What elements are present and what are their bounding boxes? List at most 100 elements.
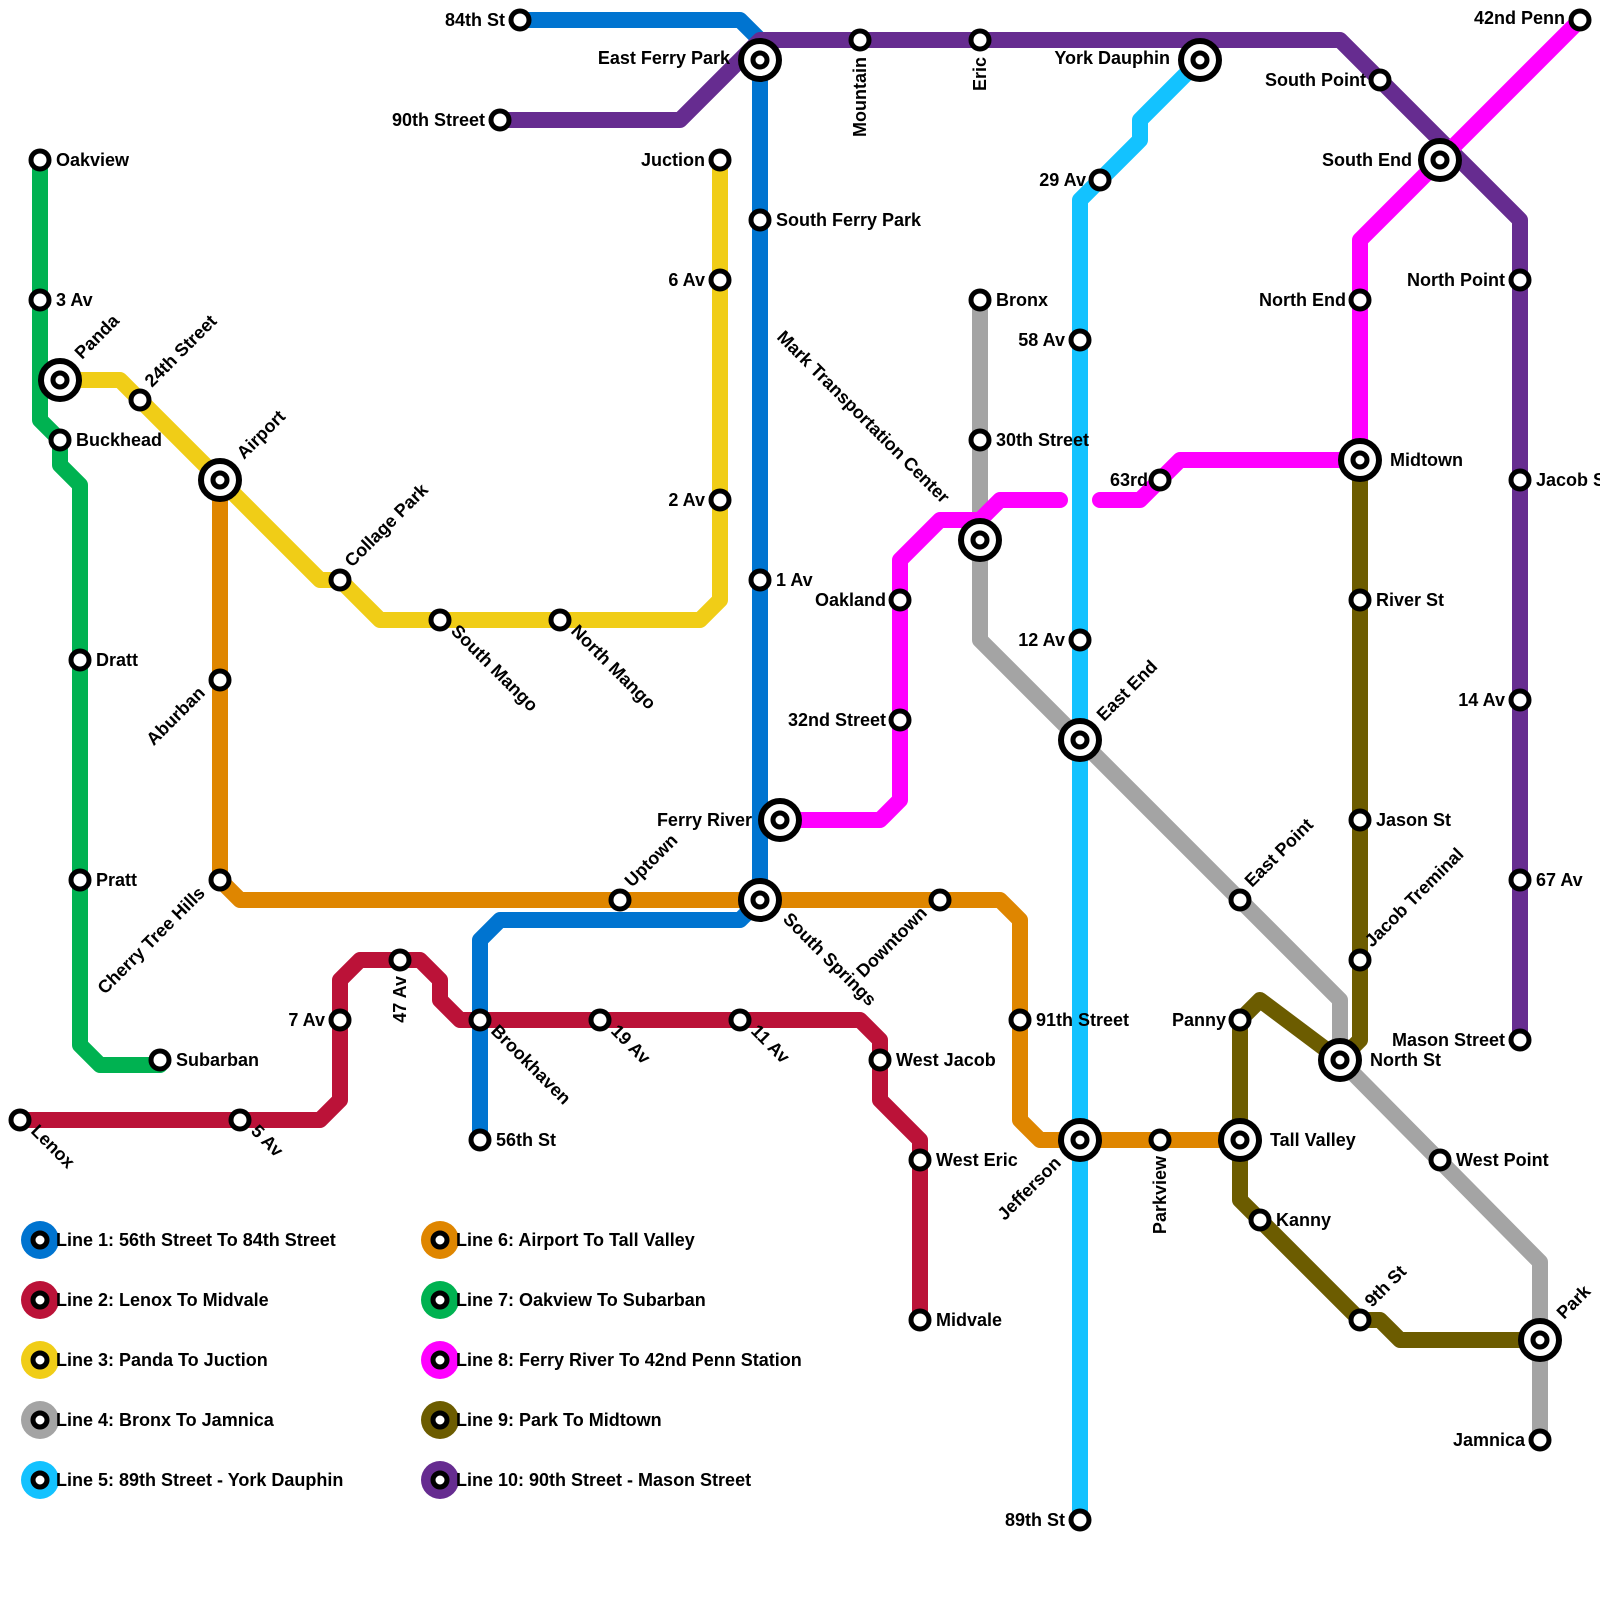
station-jacob-st[interactable] xyxy=(1508,468,1532,492)
station-9th-st[interactable] xyxy=(1348,1308,1372,1332)
hub-tall-valley[interactable] xyxy=(1218,1118,1262,1162)
label-2-av: 2 Av xyxy=(668,490,705,510)
legend-item-line-6[interactable]: Line 6: Airport To Tall Valley xyxy=(421,1221,695,1259)
station-parkview[interactable] xyxy=(1148,1128,1172,1152)
station-collage-park[interactable] xyxy=(328,568,352,592)
station-56th-st[interactable] xyxy=(468,1128,492,1152)
label-67-av: 67 Av xyxy=(1536,870,1583,890)
station-67-av[interactable] xyxy=(1508,868,1532,892)
station-south-ferry-park[interactable] xyxy=(748,208,772,232)
legend-item-line-7[interactable]: Line 7: Oakview To Subarban xyxy=(421,1281,706,1319)
station-brookhaven[interactable] xyxy=(468,1008,492,1032)
station-11-av[interactable] xyxy=(728,1008,752,1032)
label-collage-park: Collage Park xyxy=(341,479,433,571)
station-south-mango[interactable] xyxy=(428,608,452,632)
station-aburban[interactable] xyxy=(208,668,232,692)
station-buckhead[interactable] xyxy=(48,428,72,452)
hub-mark-transportation-center[interactable] xyxy=(958,518,1002,562)
station-north-point[interactable] xyxy=(1508,268,1532,292)
legend-item-line-8[interactable]: Line 8: Ferry River To 42nd Penn Station xyxy=(421,1341,802,1379)
label-east-point: East Point xyxy=(1241,814,1317,890)
label-dratt: Dratt xyxy=(96,650,138,670)
station-eric[interactable] xyxy=(968,28,992,52)
station-midvale[interactable] xyxy=(908,1308,932,1332)
station-32nd-street[interactable] xyxy=(888,708,912,732)
station-19-av[interactable] xyxy=(588,1008,612,1032)
station-24th-street[interactable] xyxy=(128,388,152,412)
station-south-point[interactable] xyxy=(1368,68,1392,92)
station-6-av[interactable] xyxy=(708,268,732,292)
station-kanny[interactable] xyxy=(1248,1208,1272,1232)
label-york-dauphin: York Dauphin xyxy=(1054,48,1170,68)
station-north-end[interactable] xyxy=(1348,288,1372,312)
station-north-mango[interactable] xyxy=(548,608,572,632)
hub-ferry-river[interactable] xyxy=(758,798,802,842)
station-west-jacob[interactable] xyxy=(868,1048,892,1072)
station-90th-street[interactable] xyxy=(488,108,512,132)
hub-east-ferry-park[interactable] xyxy=(738,38,782,82)
station-oakview[interactable] xyxy=(28,148,52,172)
hub-airport[interactable] xyxy=(198,458,242,502)
station-west-eric[interactable] xyxy=(908,1148,932,1172)
station-pratt[interactable] xyxy=(68,868,92,892)
hub-jefferson[interactable] xyxy=(1058,1118,1102,1162)
station-river-st[interactable] xyxy=(1348,588,1372,612)
legend-item-line-5[interactable]: Line 5: 89th Street - York Dauphin xyxy=(21,1461,343,1499)
station-west-point[interactable] xyxy=(1428,1148,1452,1172)
legend-item-line-1[interactable]: Line 1: 56th Street To 84th Street xyxy=(21,1221,336,1259)
station-panny[interactable] xyxy=(1228,1008,1252,1032)
legend-item-line-3[interactable]: Line 3: Panda To Juction xyxy=(21,1341,268,1379)
label-ferry-river: Ferry River xyxy=(657,810,752,830)
legend-item-line-9[interactable]: Line 9: Park To Midtown xyxy=(421,1401,662,1439)
label-63rd: 63rd xyxy=(1110,470,1148,490)
station-5-av[interactable] xyxy=(228,1108,252,1132)
station-58-av[interactable] xyxy=(1068,328,1092,352)
station-jason-st[interactable] xyxy=(1348,808,1372,832)
station-14-av[interactable] xyxy=(1508,688,1532,712)
station-juction[interactable] xyxy=(708,148,732,172)
station-2-av[interactable] xyxy=(708,488,732,512)
station-12-av[interactable] xyxy=(1068,628,1092,652)
station-91th-street[interactable] xyxy=(1008,1008,1032,1032)
station-mason-street[interactable] xyxy=(1508,1028,1532,1052)
station-47-av[interactable] xyxy=(388,948,412,972)
station-subarban[interactable] xyxy=(148,1048,172,1072)
station-lenox[interactable] xyxy=(8,1108,32,1132)
station-1-av[interactable] xyxy=(748,568,772,592)
station-uptown[interactable] xyxy=(608,888,632,912)
station-7-av[interactable] xyxy=(328,1008,352,1032)
station-3-av[interactable] xyxy=(28,288,52,312)
station-cherry-tree-hills[interactable] xyxy=(208,868,232,892)
label-pratt: Pratt xyxy=(96,870,137,890)
station-bronx[interactable] xyxy=(968,288,992,312)
station-jamnica[interactable] xyxy=(1528,1428,1552,1452)
station-63rd[interactable] xyxy=(1148,468,1172,492)
hub-york-dauphin[interactable] xyxy=(1178,38,1222,82)
hub-east-end[interactable] xyxy=(1058,718,1102,762)
hub-south-springs[interactable] xyxy=(738,878,782,922)
label-9th-st: 9th St xyxy=(1361,1261,1411,1311)
hub-panda[interactable] xyxy=(38,358,82,402)
label-juction: Juction xyxy=(641,150,705,170)
station-jacob-treminal[interactable] xyxy=(1348,948,1372,972)
hub-park[interactable] xyxy=(1518,1318,1562,1362)
station-dratt[interactable] xyxy=(68,648,92,672)
station-east-point[interactable] xyxy=(1228,888,1252,912)
station-89th-st[interactable] xyxy=(1068,1508,1092,1532)
legend-item-line-10[interactable]: Line 10: 90th Street - Mason Street xyxy=(421,1461,751,1499)
station-30th-street[interactable] xyxy=(968,428,992,452)
station-mountain[interactable] xyxy=(848,28,872,52)
station-29-av[interactable] xyxy=(1088,168,1112,192)
hub-midtown[interactable] xyxy=(1338,438,1382,482)
station-42nd-penn[interactable] xyxy=(1568,8,1592,32)
station-84th-st[interactable] xyxy=(508,8,532,32)
label-north-st: North St xyxy=(1370,1050,1441,1070)
hub-north-st[interactable] xyxy=(1318,1038,1362,1082)
station-downtown[interactable] xyxy=(928,888,952,912)
legend-item-line-2[interactable]: Line 2: Lenox To Midvale xyxy=(21,1281,269,1319)
station-oakland[interactable] xyxy=(888,588,912,612)
hub-south-end[interactable] xyxy=(1418,138,1462,182)
label-84th-st: 84th St xyxy=(445,10,505,30)
legend-item-line-4[interactable]: Line 4: Bronx To Jamnica xyxy=(21,1401,275,1439)
legend-label-line-3: Line 3: Panda To Juction xyxy=(56,1350,268,1370)
